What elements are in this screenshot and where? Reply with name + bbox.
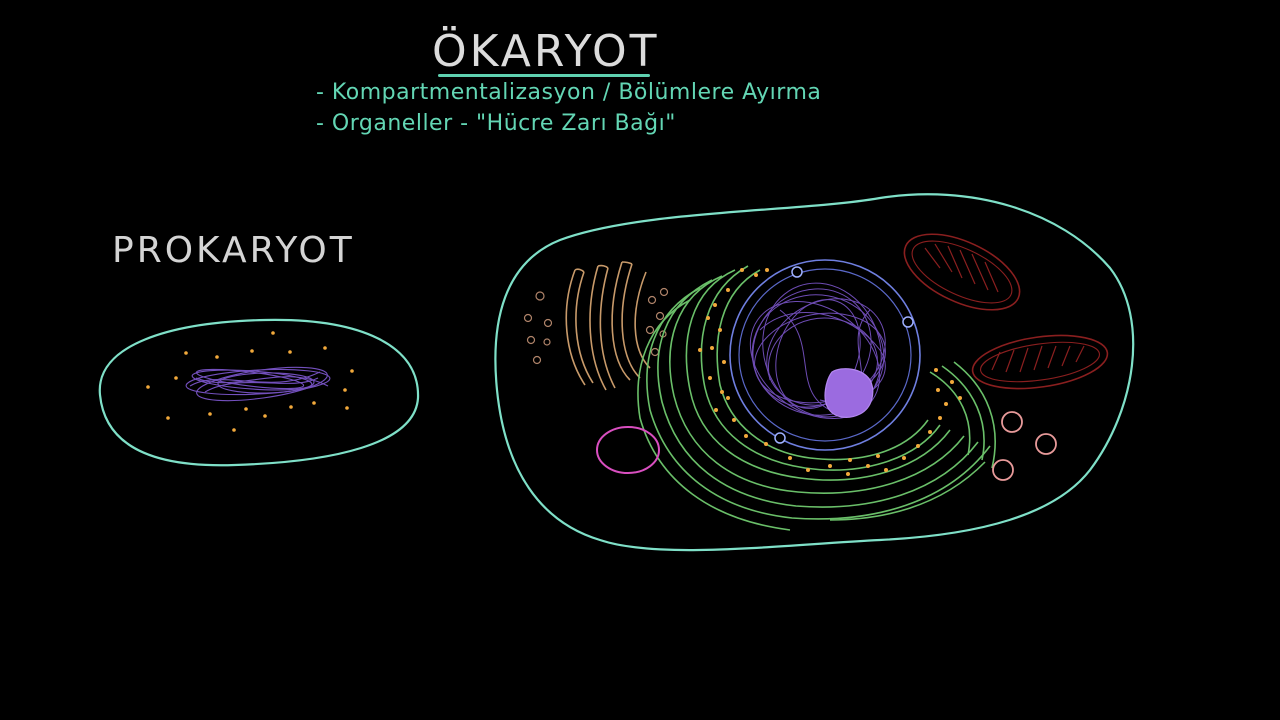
golgi-vesicles bbox=[523, 287, 669, 365]
prokaryote-title: PROKARYOT bbox=[112, 230, 355, 271]
vacuole bbox=[596, 426, 660, 474]
mitochondrion-top bbox=[903, 233, 1021, 311]
nuclear-pores bbox=[774, 266, 914, 444]
eukaryote-membrane bbox=[494, 193, 1135, 552]
er-ribosomes bbox=[698, 268, 962, 476]
mitochondrion-bottom bbox=[971, 334, 1109, 390]
eukaryote-title: ÖKARYOT bbox=[432, 26, 660, 77]
bullet-compartmentalization: - Kompartmentalizasyon / Bölümlere Ayırm… bbox=[316, 80, 822, 105]
prokaryote-membrane bbox=[98, 318, 420, 467]
prokaryote-ribosomes bbox=[146, 331, 354, 432]
prokaryotic-cell-icon bbox=[98, 318, 420, 467]
title-underline bbox=[438, 74, 650, 77]
lysosomes bbox=[992, 411, 1057, 481]
nucleolus bbox=[824, 368, 874, 418]
rough-endoplasmic-reticulum bbox=[637, 265, 996, 531]
nuclear-envelope-outer bbox=[729, 259, 921, 451]
nucleus bbox=[729, 259, 921, 451]
eukaryotic-cell-icon bbox=[494, 193, 1135, 552]
prokaryote-nucleoid bbox=[185, 366, 331, 402]
nuclear-envelope-inner bbox=[738, 268, 912, 442]
bullet-organelles: - Organeller - "Hücre Zarı Bağı" bbox=[316, 111, 676, 136]
golgi-apparatus bbox=[565, 261, 651, 391]
